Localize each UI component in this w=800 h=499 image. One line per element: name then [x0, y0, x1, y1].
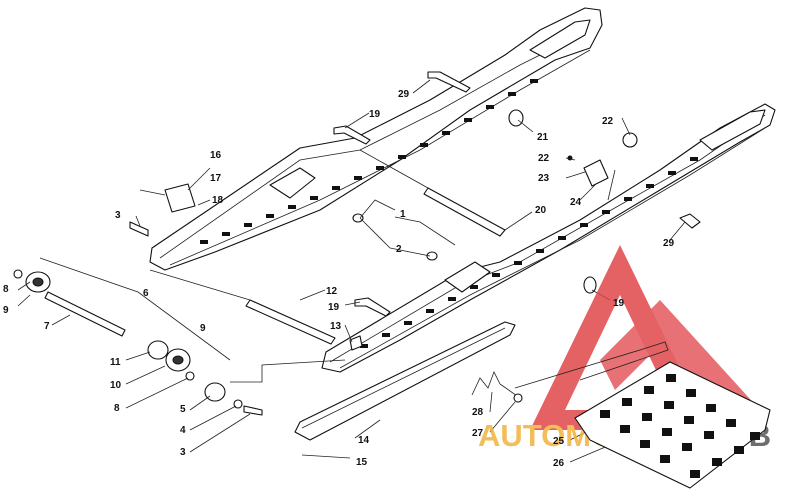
callout-19b: 19 [328, 302, 340, 313]
callout-28: 28 [472, 407, 484, 418]
slide-rail [294, 321, 516, 441]
leader-lines [17, 79, 686, 463]
callout-29a: 29 [398, 89, 410, 100]
callout-2: 2 [396, 244, 402, 255]
callout-16: 16 [210, 150, 222, 161]
right-rail [321, 103, 776, 373]
callout-5: 5 [180, 404, 186, 415]
callout-19a: 19 [369, 109, 381, 120]
callout-11: 11 [110, 357, 121, 368]
callout-6: 6 [143, 288, 149, 299]
callout-20: 20 [535, 205, 547, 216]
callout-12: 12 [326, 286, 338, 297]
callout-17: 17 [210, 173, 222, 184]
axle-assembly [13, 221, 263, 416]
callout-8b: 8 [114, 403, 120, 414]
callout-22a: 22 [602, 116, 614, 127]
callout-24: 24 [570, 197, 582, 208]
callout-4: 4 [180, 425, 186, 436]
callout-7: 7 [44, 321, 50, 332]
callout-labels: 1 2 3 3 4 5 6 7 8 8 9 9 10 11 12 13 14 1… [3, 89, 675, 469]
callout-14: 14 [358, 435, 370, 446]
hardware-right [333, 71, 701, 351]
callout-29b: 29 [663, 238, 675, 249]
callout-19c: 19 [613, 298, 625, 309]
cross-shafts [149, 149, 506, 345]
callout-15: 15 [356, 457, 368, 468]
bumper-bracket [139, 183, 196, 213]
callout-26: 26 [553, 458, 565, 469]
track-clip-grid [514, 341, 771, 489]
callout-10: 10 [110, 380, 122, 391]
callout-25: 25 [553, 436, 565, 447]
callout-9b: 9 [200, 323, 206, 334]
callout-27: 27 [472, 428, 484, 439]
left-rail [149, 7, 603, 271]
callout-23: 23 [538, 173, 550, 184]
callout-9a: 9 [3, 305, 9, 316]
callout-8a: 8 [3, 284, 9, 295]
callout-3b: 3 [180, 447, 186, 458]
callout-18: 18 [212, 195, 224, 206]
callout-22b: 22 [538, 153, 550, 164]
callout-1: 1 [400, 209, 406, 220]
callout-21: 21 [537, 132, 549, 143]
callout-3a: 3 [115, 210, 121, 221]
spring [471, 371, 523, 403]
callout-13: 13 [330, 321, 342, 332]
